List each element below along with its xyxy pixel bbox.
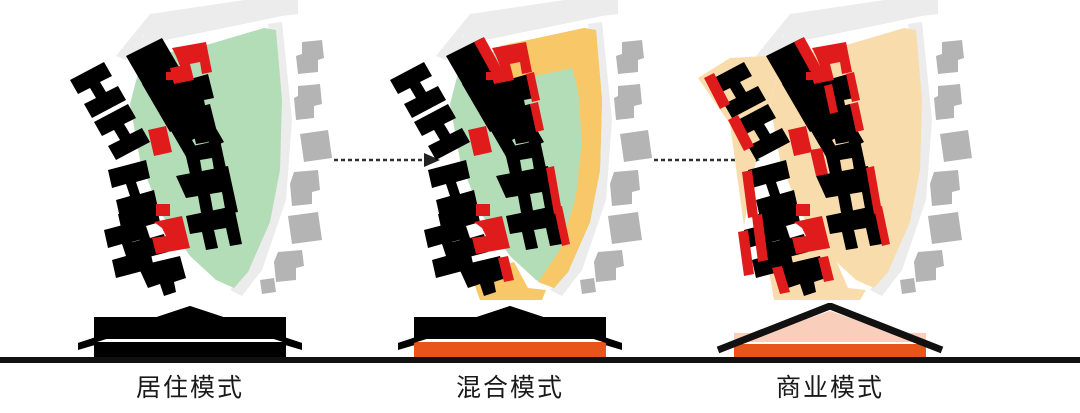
roof-shape [398,306,622,350]
residential-buildings-black [390,38,562,296]
context-buildings-gray [900,40,972,294]
roof-shape [78,306,302,350]
context-buildings-gray [580,40,652,294]
map-panel-residential [30,0,350,300]
residential-buildings-black [70,38,242,296]
caption-mixed: 混合模式 [455,374,564,402]
map-panel-commercial [670,0,990,300]
context-buildings-gray [260,40,332,294]
floor-divider [734,342,926,344]
commercial-edges-red [468,37,570,282]
ground-line [0,357,1080,363]
residential-buildings-black [710,38,882,296]
house-icon-mixed [350,303,670,363]
map-panel-mixed [350,0,670,300]
commercial-buildings-red [148,42,212,254]
caption-commercial: 商业模式 [775,374,884,402]
floor-divider [94,339,286,342]
transition-arrow-1 [328,140,448,180]
commercial-edges-red [704,37,890,294]
house-icon-commercial [670,303,990,363]
upper-floor [414,317,606,339]
house-icon-residential [30,303,350,363]
floor-divider [414,339,606,342]
caption-residential: 居住模式 [135,374,244,402]
roof-shape [716,303,944,354]
upper-floor [94,317,286,339]
